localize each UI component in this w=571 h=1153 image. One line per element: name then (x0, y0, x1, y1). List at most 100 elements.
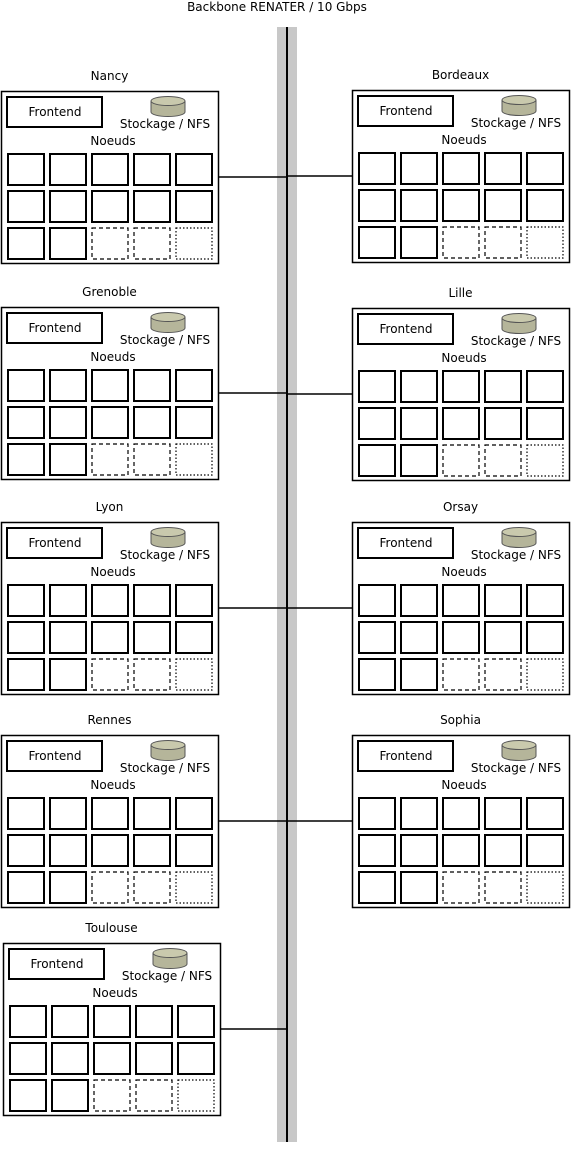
node-cell-dashed (135, 1079, 173, 1112)
node-cell-solid (358, 797, 396, 830)
nodes-label: Noeuds (441, 133, 486, 147)
node-cell-solid (400, 189, 438, 222)
node-cell-solid (9, 1042, 47, 1075)
frontend-box (357, 95, 454, 127)
node-cell-solid (358, 189, 396, 222)
node-cell-dotted (526, 871, 564, 904)
node-cell-solid (175, 406, 213, 439)
storage-disk-icon (150, 740, 186, 761)
node-cell-dashed (93, 1079, 131, 1112)
node-cell-solid (133, 834, 171, 867)
node-cell-dotted (526, 226, 564, 259)
node-cell-dashed (91, 871, 129, 904)
storage-disk-icon (150, 312, 186, 333)
node-cell-solid (49, 190, 87, 223)
node-cell-dashed (484, 444, 522, 477)
node-cell-dashed (91, 658, 129, 691)
node-cell-solid (526, 621, 564, 654)
node-cell-solid (442, 584, 480, 617)
node-cell-solid (484, 797, 522, 830)
node-cell-dashed (442, 658, 480, 691)
node-cell-solid (49, 443, 87, 476)
node-cell-solid (400, 370, 438, 403)
site-name: Orsay (443, 500, 478, 514)
nodes-label: Noeuds (92, 986, 137, 1000)
frontend-box (357, 740, 454, 772)
node-cell-dashed (442, 226, 480, 259)
node-cell-solid (175, 621, 213, 654)
node-cell-solid (358, 152, 396, 185)
node-cell-solid (9, 1005, 47, 1038)
node-cell-solid (7, 584, 45, 617)
site-name: Lyon (96, 500, 124, 514)
node-cell-solid (358, 834, 396, 867)
node-cell-solid (7, 153, 45, 186)
storage-disk-icon (501, 95, 537, 116)
node-cell-solid (400, 871, 438, 904)
node-cell-solid (358, 658, 396, 691)
node-cell-solid (175, 190, 213, 223)
node-cell-solid (49, 797, 87, 830)
node-cell-solid (442, 189, 480, 222)
node-cell-solid (133, 190, 171, 223)
site-name: Rennes (87, 713, 131, 727)
node-cell-solid (400, 407, 438, 440)
node-cell-solid (7, 797, 45, 830)
node-cell-solid (484, 584, 522, 617)
node-cell-dotted (175, 871, 213, 904)
node-cell-solid (526, 189, 564, 222)
frontend-box (357, 527, 454, 559)
node-cell-solid (484, 370, 522, 403)
node-cell-solid (484, 834, 522, 867)
frontend-label: Frontend (31, 957, 84, 971)
node-cell-solid (484, 152, 522, 185)
node-cell-solid (133, 621, 171, 654)
node-cell-solid (7, 190, 45, 223)
frontend-box (6, 740, 103, 772)
node-cell-dotted (175, 658, 213, 691)
node-cell-solid (93, 1042, 131, 1075)
node-cell-solid (175, 797, 213, 830)
node-cell-solid (526, 797, 564, 830)
storage-label: Stockage / NFS (471, 761, 561, 775)
node-cell-solid (49, 584, 87, 617)
node-cell-solid (358, 226, 396, 259)
node-cell-solid (358, 407, 396, 440)
node-cell-solid (175, 834, 213, 867)
node-cell-solid (442, 407, 480, 440)
node-cell-solid (177, 1005, 215, 1038)
node-cell-solid (133, 797, 171, 830)
frontend-box (357, 313, 454, 345)
node-cell-solid (177, 1042, 215, 1075)
node-cell-solid (358, 871, 396, 904)
storage-disk-icon (501, 740, 537, 761)
node-cell-solid (7, 658, 45, 691)
node-cell-solid (442, 370, 480, 403)
nodes-label: Noeuds (441, 778, 486, 792)
node-cell-solid (91, 834, 129, 867)
node-cell-solid (358, 444, 396, 477)
node-cell-solid (133, 406, 171, 439)
node-cell-solid (526, 407, 564, 440)
frontend-label: Frontend (380, 322, 433, 336)
node-cell-dashed (133, 658, 171, 691)
node-cell-solid (400, 444, 438, 477)
node-cell-dashed (133, 871, 171, 904)
node-cell-dashed (442, 871, 480, 904)
node-cell-solid (133, 584, 171, 617)
node-cell-solid (133, 369, 171, 402)
node-cell-dashed (91, 443, 129, 476)
node-cell-solid (358, 584, 396, 617)
storage-label: Stockage / NFS (120, 333, 210, 347)
node-cell-solid (175, 369, 213, 402)
node-cell-solid (7, 443, 45, 476)
storage-label: Stockage / NFS (471, 116, 561, 130)
site-name: Bordeaux (432, 68, 489, 82)
nodes-label: Noeuds (90, 778, 135, 792)
node-cell-solid (9, 1079, 47, 1112)
node-cell-solid (358, 370, 396, 403)
